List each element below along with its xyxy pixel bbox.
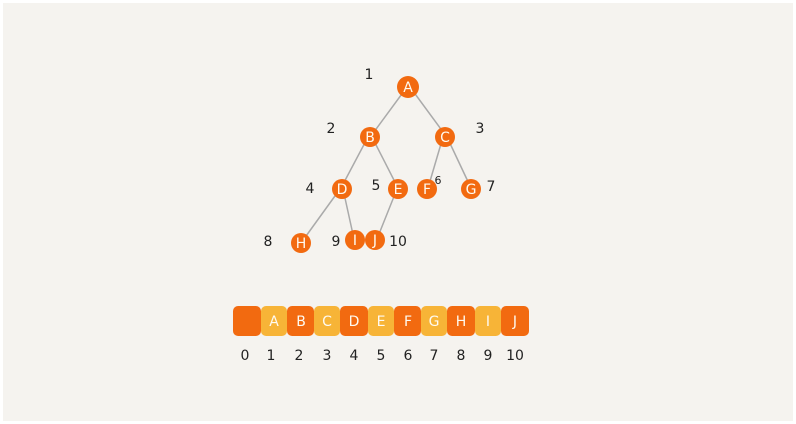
array-index-label: 8 bbox=[457, 348, 466, 364]
edge-a-c bbox=[409, 86, 447, 137]
tree-node-h: H bbox=[291, 233, 311, 253]
tree-index-label: 8 bbox=[264, 234, 273, 250]
array-cell-label: E bbox=[377, 314, 386, 330]
array-indices: 0 1 2 3 4 5 6 7 8 9 10 bbox=[241, 348, 524, 364]
tree-node-e: E bbox=[388, 179, 408, 199]
tree-index-label: 2 bbox=[327, 121, 336, 137]
tree-index-label: 10 bbox=[389, 234, 407, 250]
node-label: H bbox=[296, 236, 307, 252]
tree-index-label: 1 bbox=[365, 67, 374, 83]
tree-node-f: F bbox=[417, 179, 437, 199]
array-index-label: 4 bbox=[350, 348, 359, 364]
array-cell-label: A bbox=[269, 314, 279, 330]
array-index-label: 0 bbox=[241, 348, 250, 364]
node-label: A bbox=[403, 80, 413, 96]
tree-index-label: 7 bbox=[487, 179, 496, 195]
array-cell-label: H bbox=[456, 314, 467, 330]
node-label: D bbox=[337, 182, 348, 198]
tree-index-label: 3 bbox=[476, 121, 485, 137]
array-cell-0 bbox=[233, 306, 261, 336]
node-label: J bbox=[372, 233, 377, 249]
tree-index-label: 4 bbox=[306, 181, 315, 197]
node-label: E bbox=[394, 182, 403, 198]
node-label: F bbox=[423, 182, 431, 198]
array-cell-label: I bbox=[486, 314, 490, 330]
array-cell-label: J bbox=[512, 314, 517, 330]
array-cell-label: B bbox=[296, 314, 306, 330]
edge-c-g bbox=[446, 136, 472, 189]
array-cell-10: J bbox=[501, 306, 529, 336]
array-cell-label: G bbox=[429, 314, 440, 330]
array-cell-label: C bbox=[322, 314, 332, 330]
tree-node-g: G bbox=[461, 179, 481, 199]
array-cell-1: A bbox=[261, 306, 287, 336]
tree-node-c: C bbox=[435, 127, 455, 147]
tree-node-a: A bbox=[397, 76, 419, 98]
array-index-label: 9 bbox=[484, 348, 493, 364]
binary-tree-array-diagram: A B C D E F G H bbox=[233, 67, 529, 364]
node-label: C bbox=[440, 130, 450, 146]
array-index-label: 2 bbox=[295, 348, 304, 364]
array-cell-4: D bbox=[340, 306, 368, 336]
tree-node-b: B bbox=[360, 127, 380, 147]
edge-b-d bbox=[340, 136, 369, 189]
tree-index-label: 9 bbox=[332, 234, 341, 250]
array-cell-7: G bbox=[421, 306, 447, 336]
node-label: I bbox=[353, 233, 357, 249]
array-index-label: 6 bbox=[404, 348, 413, 364]
array-cell-label: F bbox=[404, 314, 412, 330]
diagram-canvas: A B C D E F G H bbox=[3, 3, 793, 421]
array-cell-3: C bbox=[314, 306, 340, 336]
array-cell-9: I bbox=[475, 306, 501, 336]
array-cell-2: B bbox=[287, 306, 314, 336]
array-strip: A B C D E F G bbox=[233, 306, 529, 336]
array-cell-5: E bbox=[368, 306, 394, 336]
array-cell-label: D bbox=[349, 314, 360, 330]
tree-edges bbox=[300, 86, 472, 244]
node-label: G bbox=[466, 182, 477, 198]
edge-b-e bbox=[371, 136, 399, 189]
array-cell-6: F bbox=[394, 306, 421, 336]
array-index-label: 5 bbox=[377, 348, 386, 364]
tree-node-i: I bbox=[345, 230, 365, 250]
edge-d-h bbox=[300, 188, 341, 244]
array-cell-8: H bbox=[447, 306, 475, 336]
array-index-label: 10 bbox=[506, 348, 524, 364]
tree-index-label: 5 bbox=[372, 178, 381, 194]
tree-node-j: J bbox=[365, 230, 385, 250]
array-index-label: 7 bbox=[430, 348, 439, 364]
tree-node-d: D bbox=[332, 179, 352, 199]
array-index-label: 1 bbox=[267, 348, 276, 364]
node-label: B bbox=[365, 130, 375, 146]
tree-index-label: 6 bbox=[435, 174, 442, 187]
array-index-label: 3 bbox=[323, 348, 332, 364]
